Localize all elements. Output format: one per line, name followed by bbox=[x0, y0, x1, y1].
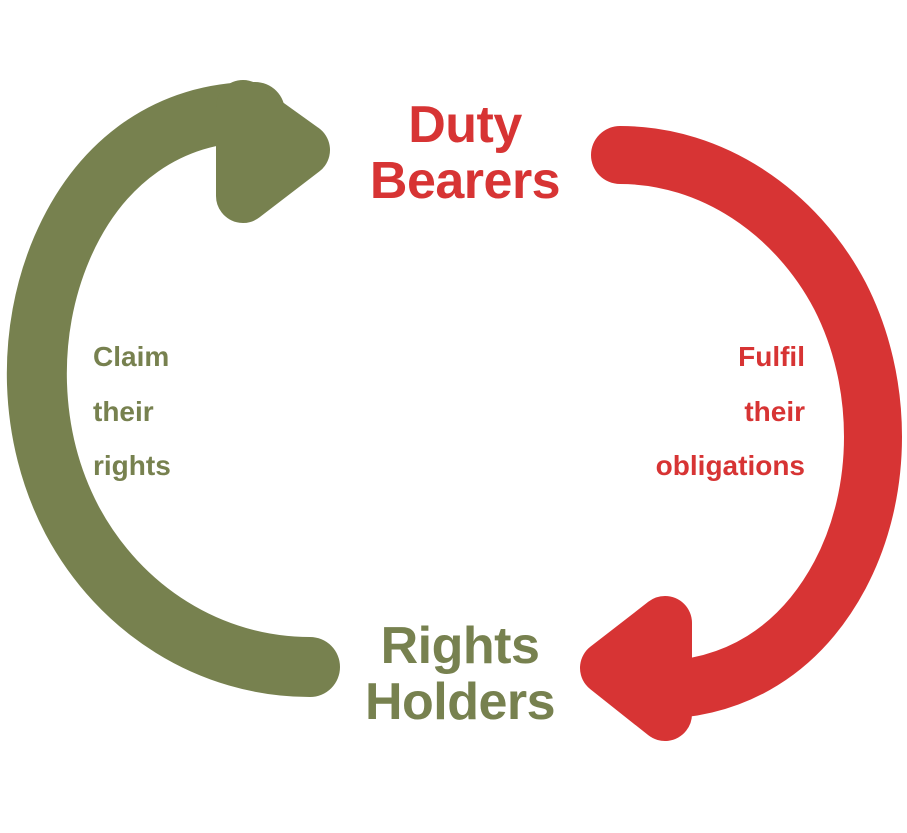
fulfil-obligations-arrow bbox=[580, 126, 902, 741]
claim-rights-arrow bbox=[6, 80, 340, 697]
node-label-rights-holders: Rights Holders bbox=[364, 617, 556, 732]
fulfil-obligations-arc bbox=[591, 126, 902, 719]
node-label-duty-bearers: Duty Bearers bbox=[369, 96, 561, 211]
fulfil-obligations-arrowhead bbox=[580, 596, 692, 741]
edge-label-fulfil-obligations: Fulfil their obligations bbox=[655, 341, 805, 482]
claim-rights-arrowhead bbox=[216, 80, 330, 223]
claim-rights-arc bbox=[6, 82, 340, 697]
edge-label-claim-rights: Claim their rights bbox=[93, 341, 171, 482]
